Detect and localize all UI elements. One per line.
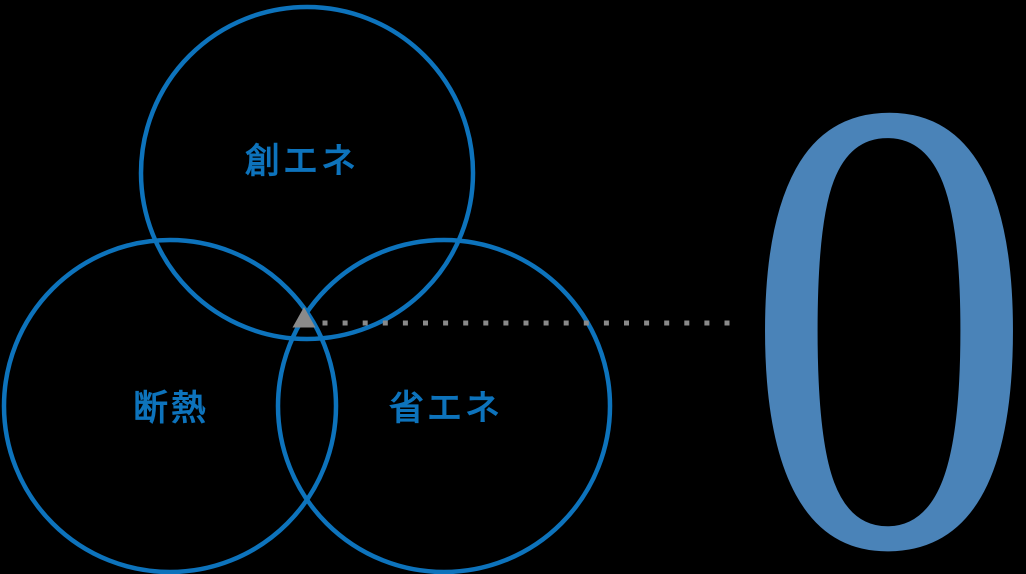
venn-label-save-energy: 省エネ (389, 389, 503, 428)
venn-diagram: 創エネ 断熱 省エネ (1, 4, 613, 574)
venn-circle-create-energy (138, 4, 476, 342)
connector-dot (443, 320, 449, 326)
center-pointer-triangle-icon (292, 307, 316, 328)
connector-dot (563, 320, 569, 326)
connector-dot (362, 320, 368, 326)
dotted-connector-line (322, 320, 730, 326)
connector-dot (423, 320, 428, 326)
connector-dot (664, 320, 670, 326)
connector-dot (483, 320, 489, 326)
connector-dot (583, 320, 589, 326)
connector-dot (603, 320, 609, 326)
connector-dot (523, 320, 529, 326)
connector-dot (503, 320, 509, 326)
connector-dot (382, 320, 388, 326)
connector-dot (463, 320, 469, 326)
connector-dot (624, 320, 629, 326)
venn-circle-save-energy (275, 237, 613, 574)
connector-dot (724, 320, 730, 326)
venn-circle-insulation (1, 237, 339, 574)
venn-label-create-energy: 創エネ (245, 142, 359, 181)
zero-result-value: 0 (743, 0, 1026, 574)
connector-dot (543, 320, 549, 326)
connector-dot (704, 320, 710, 326)
connector-dot (644, 320, 650, 326)
connector-dot (322, 320, 328, 326)
connector-dot (342, 320, 348, 326)
connector-dot (402, 320, 408, 326)
connector-dot (684, 320, 690, 326)
venn-label-insulation: 断熱 (133, 389, 209, 428)
